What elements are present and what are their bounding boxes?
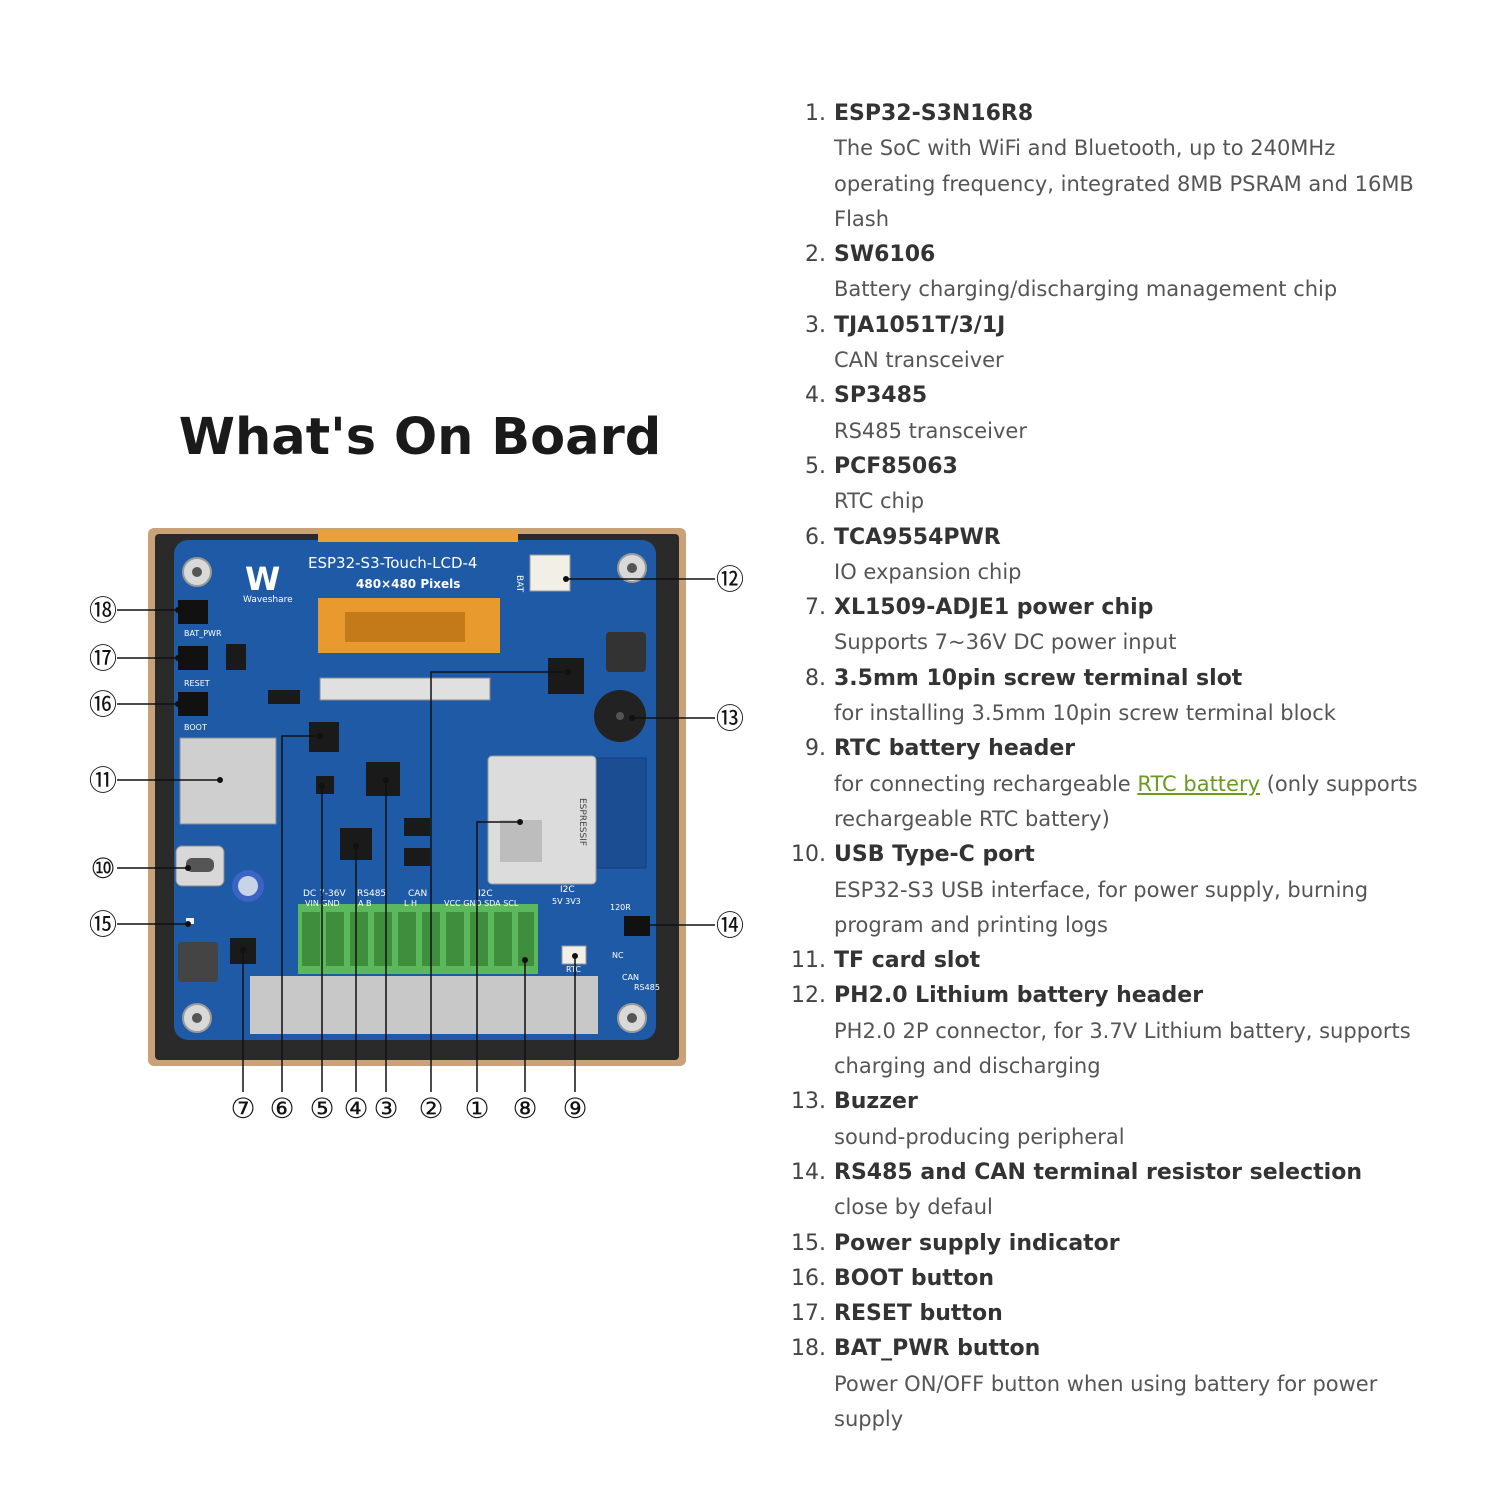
list-item: 8. 3.5mm 10pin screw terminal slot for i… [805,665,1336,726]
list-item: 17. RESET button [791,1301,1003,1327]
callout-10: ⑩ [90,852,115,885]
fpc-ribbon [318,530,518,542]
tf-slot [179,737,277,825]
item-title: ESP32-S3N16R8 [834,101,1034,126]
leader-lines [117,578,715,1092]
svg-text:BAT_PWR: BAT_PWR [184,629,222,638]
antenna [595,757,647,869]
callout-6: ⑥ [269,1092,294,1125]
callout-1: ① [464,1092,489,1125]
bat-header [529,554,571,592]
dip-switch [624,916,650,936]
list-item: 5. PCF85063 RTC chip [805,453,958,514]
touch-connector [319,677,491,701]
svg-text:DC 7-36V: DC 7-36V [303,889,347,899]
callout-15: ⑮ [89,908,117,941]
svg-text:CAN: CAN [408,889,427,899]
callout-16: ⑯ [89,688,117,721]
callout-2: ② [418,1092,443,1125]
svg-text:RS485: RS485 [634,983,660,992]
svg-text:NC: NC [612,951,624,960]
rtc-battery-link[interactable]: RTC battery [1137,771,1261,796]
svg-text:VCC GND SDA SCL: VCC GND SDA SCL [444,899,519,908]
component-list: 1. ESP32-S3N16R8 The SoC with WiFi and B… [790,96,1450,1437]
svg-text:BAT: BAT [514,575,524,593]
svg-text:L H: L H [404,899,417,908]
callout-9: ⑨ [562,1092,587,1125]
small-chips [226,644,584,964]
svg-text:RTC: RTC [566,965,581,974]
svg-text:RESET: RESET [184,679,210,688]
inductor [606,632,646,672]
list-item: 7. XL1509-ADJE1 power chip Supports 7~36… [805,595,1177,655]
power-indicator [186,918,194,924]
list-item: 16. BOOT button [791,1265,995,1291]
list-item: 2. SW6106 Battery charging/discharging m… [805,242,1338,302]
waveshare-logo: W [245,560,280,598]
side-buttons [178,600,208,716]
list-item: 13. Buzzer sound-producing peripheral [791,1089,1125,1149]
list-item: 9. RTC battery header for connecting rec… [805,736,1418,831]
list-item: 11. TF card slot [791,948,981,974]
page-title: What's On Board [178,408,662,467]
callout-8: ⑧ [512,1092,537,1125]
list-item: 15. Power supply indicator [791,1230,1120,1256]
board-diagram: W Waveshare ESP32-S3-Touch-LCD-4 480×480… [89,528,744,1125]
callout-11: ⑪ [89,764,117,797]
list-item: 6. TCA9554PWR IO expansion chip [805,524,1022,584]
svg-text:120R: 120R [610,903,631,912]
svg-text:BOOT: BOOT [184,723,207,732]
list-item: 12. PH2.0 Lithium battery header PH2.0 2… [791,983,1411,1079]
callout-4: ④ [343,1092,368,1125]
list-item: 4. SP3485 RS485 transceiver [805,383,1027,443]
svg-text:CAN: CAN [622,973,639,982]
brand-label: Waveshare [243,595,293,605]
model-label: ESP32-S3-Touch-LCD-4 [308,554,477,572]
resolution-label: 480×480 Pixels [356,577,460,591]
svg-text:A B: A B [358,899,372,908]
list-item: 18. BAT_PWR button Power ON/OFF button w… [791,1336,1378,1431]
callout-7: ⑦ [230,1092,255,1125]
svg-text:I2C: I2C [560,885,575,895]
svg-text:RS485: RS485 [357,889,386,899]
callout-12: ⑫ [716,563,744,596]
callout-18: ⑱ [89,594,117,627]
callout-17: ⑰ [89,642,117,675]
callout-3: ③ [373,1092,398,1125]
list-item: 14. RS485 and CAN terminal resistor sele… [791,1159,1362,1220]
list-item: 1. ESP32-S3N16R8 The SoC with WiFi and B… [790,96,1450,237]
callout-13: ⑬ [716,702,744,735]
svg-text:5V 3V3: 5V 3V3 [552,897,581,906]
list-item: 10. USB Type-C port ESP32-S3 USB interfa… [791,842,1369,937]
callout-5: ⑤ [309,1092,334,1125]
svg-text:ESPRESSIF: ESPRESSIF [577,798,587,846]
callout-14: ⑭ [716,909,744,942]
svg-text:I2C: I2C [478,889,493,899]
list-item: 3. TJA1051T/3/1J CAN transceiver [805,312,1006,373]
